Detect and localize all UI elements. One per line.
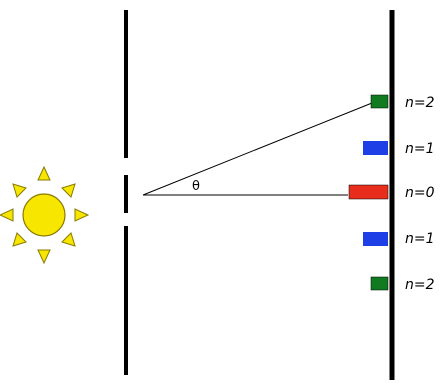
fringe-n0 <box>348 184 389 200</box>
fringe-n1-bottom <box>363 232 388 246</box>
sun-disc <box>22 193 66 237</box>
order-label-n2-bottom: n=2 <box>405 277 435 293</box>
order-labels: n=2 n=1 n=0 n=1 n=2 <box>405 95 435 293</box>
theta-label: θ <box>192 179 200 194</box>
order-label-n2-top: n=2 <box>405 95 435 111</box>
sun-rays <box>0 165 90 265</box>
ray-angled <box>142 102 373 196</box>
order-label-n1-top: n=1 <box>405 141 435 157</box>
fringes <box>348 94 389 291</box>
fringe-n1-top <box>363 141 388 155</box>
sun-icon <box>0 165 90 265</box>
order-label-n1-bottom: n=1 <box>405 231 435 247</box>
order-label-n0: n=0 <box>405 185 435 201</box>
fringe-n2-top <box>370 94 389 109</box>
fringe-n2-bottom <box>370 276 389 291</box>
